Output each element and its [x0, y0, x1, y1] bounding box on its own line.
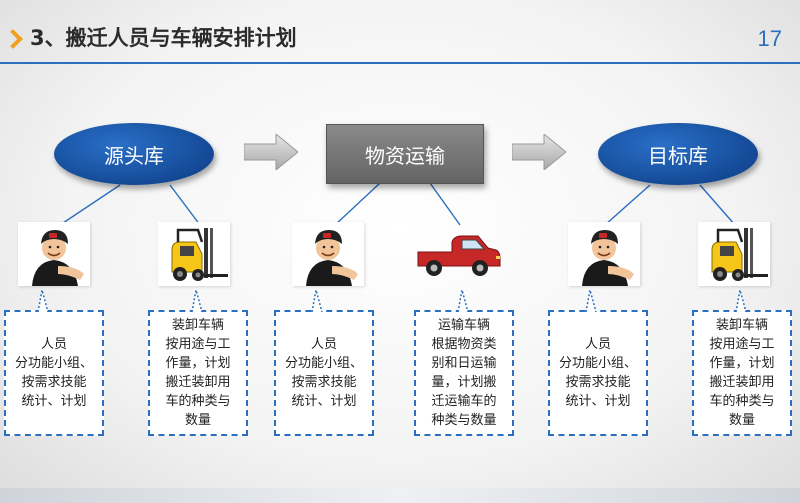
- callout-pointer: [311, 290, 323, 312]
- callout-loading-vehicles-source: 装卸车辆 按用途与工 作量，计划 搬迁装卸用 车的种类与 数量: [148, 290, 248, 436]
- worker-image: [292, 222, 364, 286]
- callout-text: 运输车辆 根据物资类 别和日运输 量，计划搬 迁运输车的 种类与数量: [431, 318, 497, 428]
- callout-text: 人员 分功能小组、 按需求技能 统计、计划: [284, 337, 363, 409]
- source-warehouse-ellipse: 源头库: [54, 123, 214, 185]
- worker-image: [18, 222, 90, 286]
- material-transport-box: 物资运输: [326, 124, 484, 184]
- callout-pointer: [735, 290, 747, 312]
- truck-icon: [417, 235, 501, 276]
- forklift-icon: [171, 228, 228, 281]
- worker-icon: [582, 230, 634, 286]
- forklift-image: [698, 222, 770, 286]
- page-number: 17: [757, 26, 782, 51]
- worker-icon: [306, 230, 358, 286]
- callout-transport-vehicles: 运输车辆 根据物资类 别和日运输 量，计划搬 迁运输车的 种类与数量: [414, 290, 514, 436]
- arrow-right-icon: [512, 134, 566, 170]
- callout-pointer: [457, 290, 469, 312]
- worker-icon: [32, 230, 84, 286]
- callout-text: 人员 分功能小组、 按需求技能 统计、计划: [14, 337, 93, 409]
- callout-personnel-source: 人员 分功能小组、 按需求技能 统计、计划: [4, 290, 104, 436]
- arrow-right-icon: [244, 134, 298, 170]
- footer-bar: [0, 488, 800, 503]
- callout-text: 装卸车辆 按用途与工 作量，计划 搬迁装卸用 车的种类与 数量: [709, 318, 775, 428]
- page-title: 3、搬迁人员与车辆安排计划: [30, 26, 297, 50]
- callout-personnel-target: 人员 分功能小组、 按需求技能 统计、计划: [548, 290, 648, 436]
- callout-text: 装卸车辆 按用途与工 作量，计划 搬迁装卸用 车的种类与 数量: [165, 318, 231, 428]
- callout-personnel-transport: 人员 分功能小组、 按需求技能 统计、计划: [274, 290, 374, 436]
- callout-loading-vehicles-target: 装卸车辆 按用途与工 作量，计划 搬迁装卸用 车的种类与 数量: [692, 290, 792, 436]
- header-divider: [0, 62, 800, 64]
- callout-text: 人员 分功能小组、 按需求技能 统计、计划: [558, 337, 637, 409]
- callout-pointer: [37, 290, 49, 312]
- target-warehouse-ellipse: 目标库: [598, 123, 758, 185]
- callout-pointer: [585, 290, 597, 312]
- truck-image: [412, 222, 502, 286]
- forklift-icon: [711, 228, 768, 281]
- forklift-image: [158, 222, 230, 286]
- worker-image: [568, 222, 640, 286]
- callout-pointer: [191, 290, 203, 312]
